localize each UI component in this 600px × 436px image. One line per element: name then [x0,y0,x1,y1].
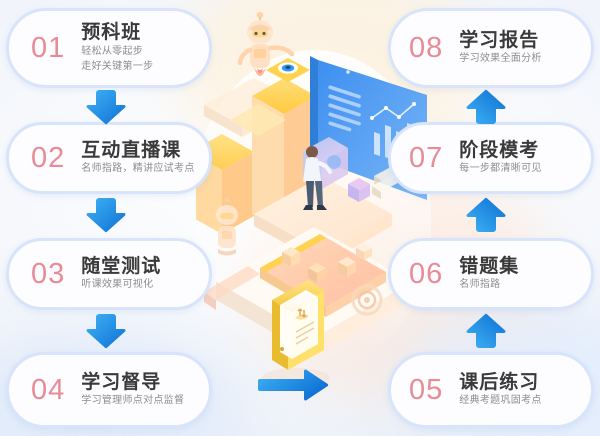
step-subtitle-06-line1: 名师指路 [459,279,501,291]
step-subtitle-01-line1: 轻松从零起步 [81,45,144,57]
step-text-07: 阶段模考 每一步都清晰可见 [459,140,541,177]
step-text-04: 学习督导 学习管理师点对点监督 [81,372,184,409]
step-title-03: 随堂测试 [81,255,162,277]
isometric-online-learning-scene [196,0,431,436]
arrow-down-01-to-02 [84,88,128,126]
step-number-08: 08 [409,31,444,64]
step-text-06: 错题集 名师指路 [459,256,519,293]
step-subtitle-02-line1: 名师指路，精讲应试考点 [81,163,195,175]
step-text-01: 预科班 轻松从零起步 走好关键第一步 [81,22,153,74]
step-card-07[interactable]: 07 阶段模考 每一步都清晰可见 [388,122,594,194]
step-title-07: 阶段模考 [459,139,540,161]
arrow-right-04-to-05 [258,366,330,404]
step-title-06: 错题集 [459,255,520,277]
step-title-01: 预科班 [81,22,142,44]
step-subtitle-05-line1: 经典考题巩固考点 [459,395,542,407]
step-number-03: 03 [31,257,66,290]
step-subtitle-04-line1: 学习管理师点对点监督 [81,395,185,407]
step-card-05[interactable]: 05 课后练习 经典考题巩固考点 [388,352,594,428]
step-card-04[interactable]: 04 学习督导 学习管理师点对点监督 [6,352,212,428]
step-title-08: 学习报告 [459,29,540,51]
step-number-05: 05 [409,373,444,406]
arrow-up-05-to-06 [464,312,508,350]
step-subtitle-01-line2: 走好关键第一步 [81,60,154,72]
step-number-07: 07 [409,141,444,174]
step-number-02: 02 [31,141,66,174]
step-number-06: 06 [409,257,444,290]
arrow-down-03-to-04 [84,312,128,350]
step-text-03: 随堂测试 听课效果可视化 [81,256,161,293]
arrow-up-07-to-08 [464,88,508,126]
step-card-02[interactable]: 02 互动直播课 名师指路，精讲应试考点 [6,122,212,194]
step-subtitle-03-line1: 听课效果可视化 [81,279,154,291]
step-card-03[interactable]: 03 随堂测试 听课效果可视化 [6,238,212,310]
step-text-08: 学习报告 学习效果全面分析 [459,30,541,67]
arrow-down-02-to-03 [84,196,128,234]
step-text-02: 互动直播课 名师指路，精讲应试考点 [81,140,194,177]
step-card-08[interactable]: 08 学习报告 学习效果全面分析 [388,8,594,88]
arrow-up-06-to-07 [464,196,508,234]
step-number-01: 01 [31,31,66,64]
step-subtitle-07-line1: 每一步都清晰可见 [459,163,542,175]
step-title-04: 学习督导 [81,371,162,393]
step-title-02: 互动直播课 [81,139,182,161]
step-card-01[interactable]: 01 预科班 轻松从零起步 走好关键第一步 [6,8,212,88]
step-subtitle-08-line1: 学习效果全面分析 [459,53,542,65]
step-title-05: 课后练习 [459,371,540,393]
step-text-05: 课后练习 经典考题巩固考点 [459,372,541,409]
step-number-04: 04 [31,373,66,406]
step-card-06[interactable]: 06 错题集 名师指路 [388,238,594,310]
